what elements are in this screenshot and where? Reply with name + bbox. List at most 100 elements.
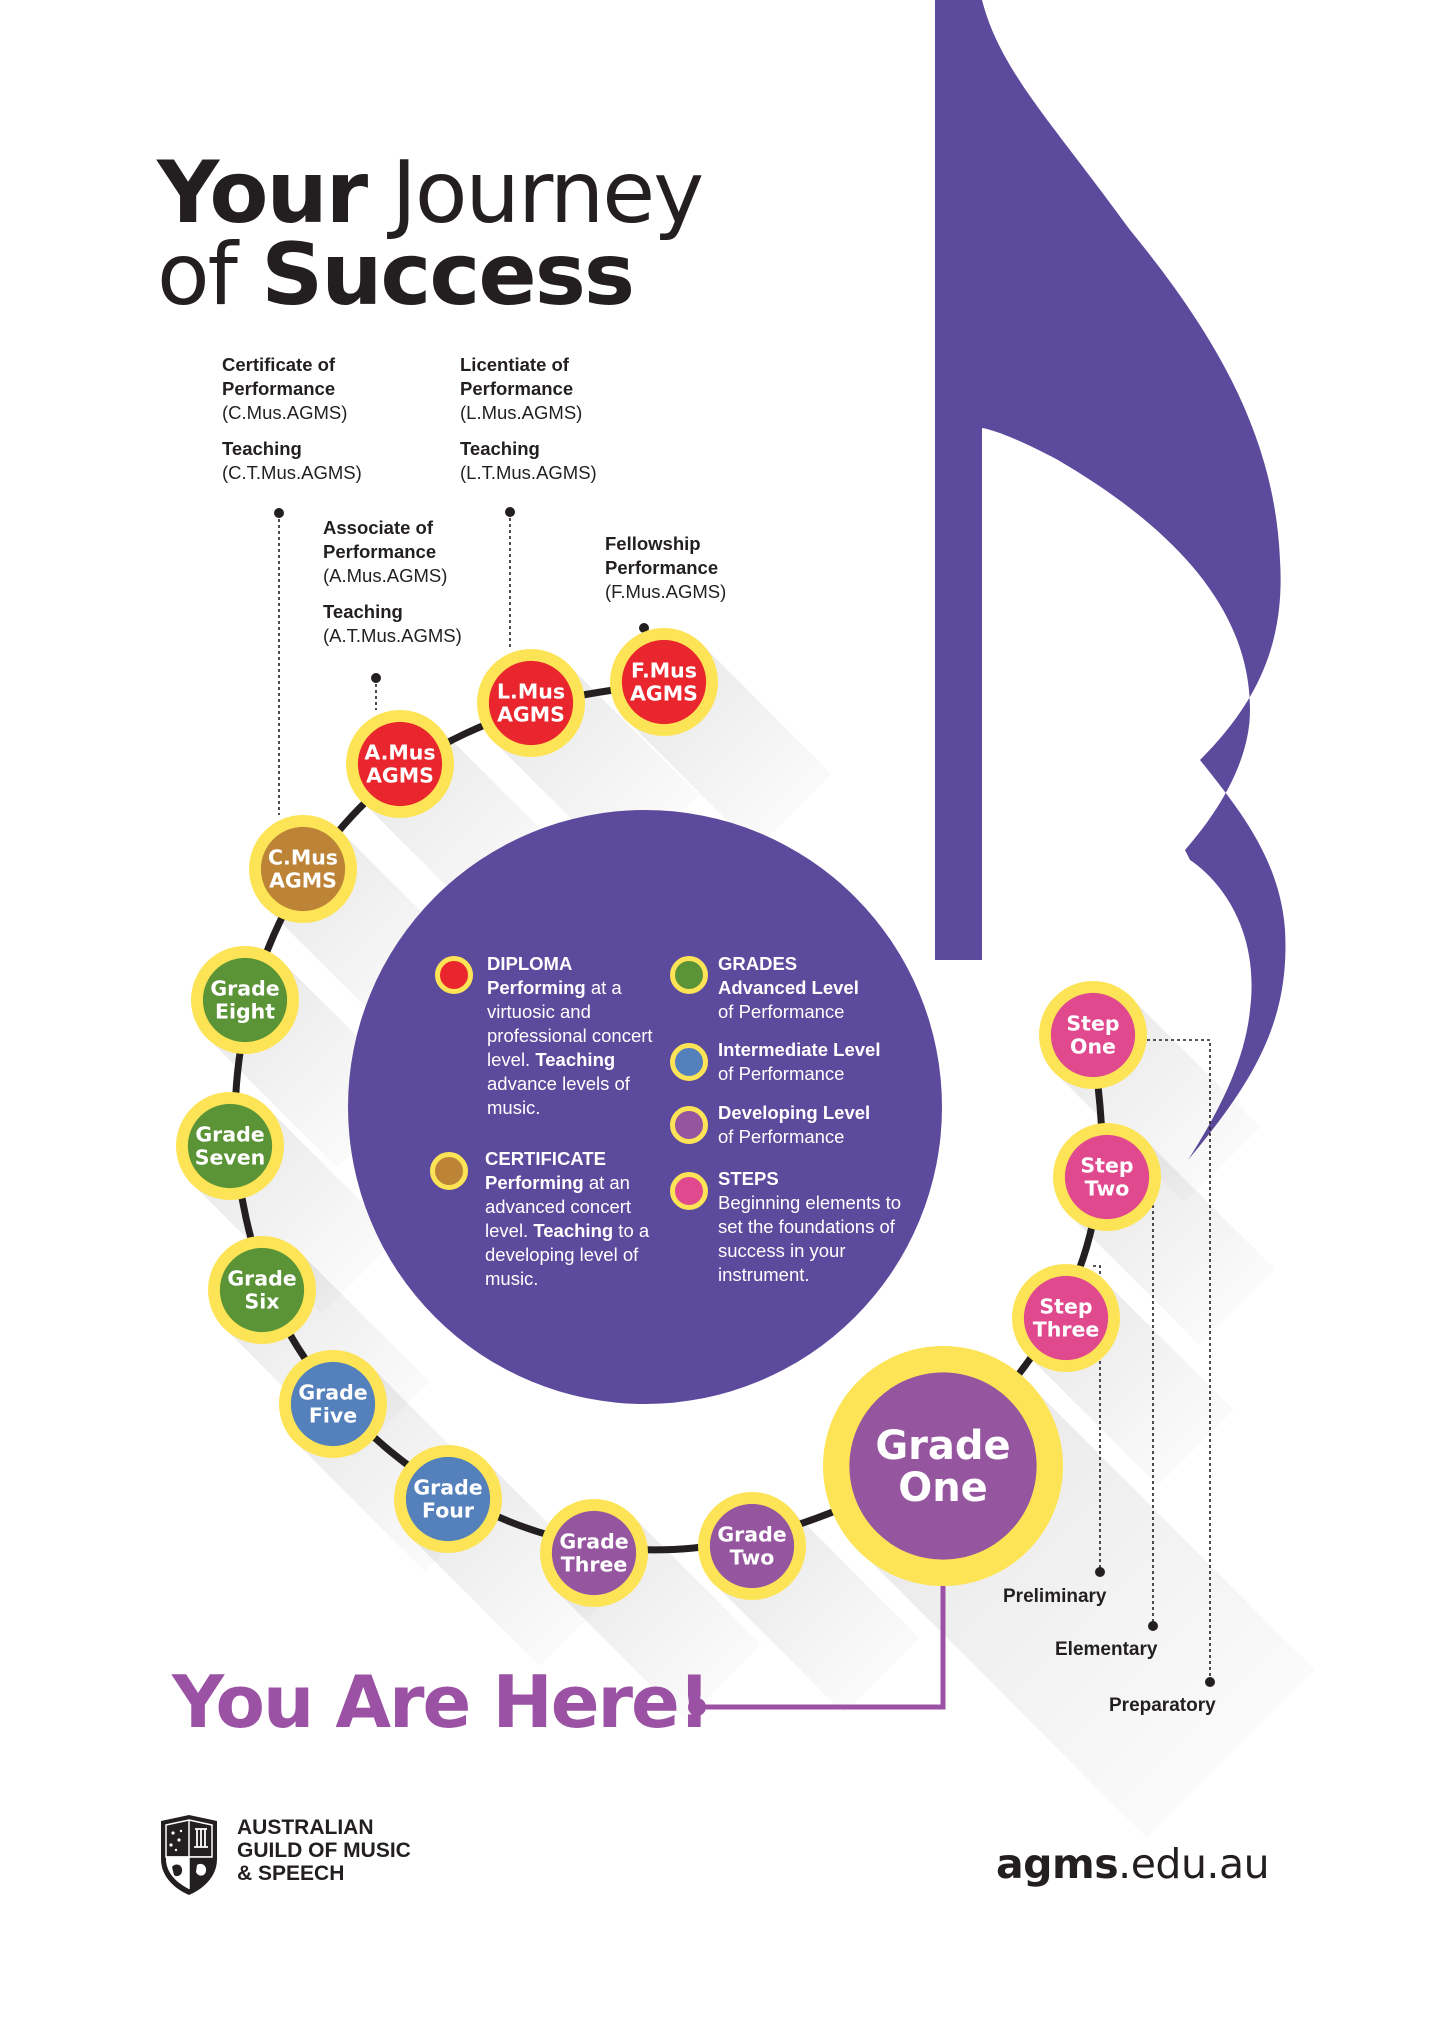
logo-line-3: & SPEECH [237,1862,345,1885]
node-label-line1: Grade [195,1123,264,1147]
node-fill [202,957,288,1043]
legend-intermediate-t1: of Performance [718,1063,845,1084]
label-lmus-title3: Teaching [460,438,540,459]
node-label-line2: Two [1085,1177,1130,1201]
legend-dot-steps [670,1172,708,1210]
node-label-line2: AGMS [269,869,337,893]
step-name-preparatory: Preparatory [1109,1695,1216,1716]
node-label-line2: Five [309,1404,357,1428]
legend-diploma: DIPLOMA Performing at a virtuosic and pr… [487,952,657,1120]
node-label-line2: Seven [195,1146,266,1170]
leader-dot [274,508,284,518]
node-label-line1: Grade [875,1423,1010,1469]
node-label-line1: Grade [717,1523,786,1547]
title-journey: Journey [391,143,704,243]
node-fill [187,1103,273,1189]
legend-dot-diploma [435,956,473,994]
node-fill [1023,1275,1109,1361]
legend-grades-heading: GRADES [718,953,798,974]
node-label-line2: Six [244,1290,279,1314]
leader-dot [1095,1567,1105,1577]
legend-dot-certificate [430,1152,468,1190]
journey-nodes: F.MusAGMSL.MusAGMSA.MusAGMSC.MusAGMSGrad… [176,628,1161,1607]
title-line-1: Your Journey [157,150,704,236]
label-cmus-title2: Performance [222,378,336,399]
node-fill [1064,1134,1150,1220]
legend-grades-t1: of Performance [718,1001,845,1022]
shield-logo-icon [161,1815,217,1895]
label-fmus-title1: Fellowship [605,533,701,554]
legend-dot-intermediate [670,1043,708,1081]
label-amus-abbr1: (A.Mus.AGMS) [323,565,448,586]
label-cmus-title1: Certificate of [222,354,336,375]
leader-dot [371,673,381,683]
logo-line-2: GUILD OF MUSIC [237,1839,411,1862]
legend-certificate: CERTIFICATE Performing at an advanced co… [485,1147,650,1291]
legend-intermediate-b1: Intermediate Level [718,1039,881,1060]
legend-certificate-b2: Teaching [533,1220,614,1241]
leader-lines [274,507,1215,1716]
node-label-line1: Grade [210,977,279,1001]
label-cmus-title3: Teaching [222,438,302,459]
you-are-here-dot [688,1698,706,1716]
label-lmus-title2: Performance [460,378,574,399]
legend-diploma-b2: Teaching [535,1049,616,1070]
node-label-line1: Grade [559,1530,628,1554]
label-amus-title3: Teaching [323,601,403,622]
node-label-line2: AGMS [366,764,434,788]
node-fill [709,1503,795,1589]
node-label-line1: C.Mus [268,846,338,870]
step-name-preliminary: Preliminary [1003,1586,1107,1607]
legend-diploma-t2: advance levels of music. [487,1073,630,1118]
legend-developing-t1: of Performance [718,1126,845,1147]
legend-dot-developing [670,1106,708,1144]
note-head [348,810,942,1404]
label-fmus-title2: Performance [605,557,719,578]
you-are-here: You Are Here! [172,1660,711,1744]
node-label-line2: Eight [215,1000,275,1024]
node-label-line2: AGMS [497,703,565,727]
node-fill [405,1456,491,1542]
node-label-line2: AGMS [630,682,698,706]
label-amus-abbr2: (A.T.Mus.AGMS) [323,625,462,646]
legend-diploma-t1: at a virtuosic and professional concert … [487,977,653,1070]
node-label-line1: F.Mus [631,659,697,683]
node-label-line1: Grade [413,1476,482,1500]
legend-diploma-heading: DIPLOMA [487,953,573,974]
website-url[interactable]: agms.edu.au [996,1840,1270,1888]
legend-certificate-t2: to a developing level of music. [485,1220,650,1289]
node-label-line2: Two [730,1546,775,1570]
node-fill [551,1510,637,1596]
title-line-2: of Success [157,232,635,318]
label-lmus-abbr2: (L.T.Mus.AGMS) [460,462,597,483]
label-cmus: Certificate of Performance (C.Mus.AGMS) … [222,353,362,485]
url-bold: agms [996,1840,1119,1888]
label-cmus-abbr2: (C.T.Mus.AGMS) [222,462,362,483]
node-label-line2: Three [1033,1318,1100,1342]
label-lmus-abbr1: (L.Mus.AGMS) [460,402,583,423]
label-fmus-abbr1: (F.Mus.AGMS) [605,581,727,602]
node-label-line2: One [1070,1035,1116,1059]
url-rest: .edu.au [1118,1840,1270,1888]
label-lmus-title1: Licentiate of [460,354,569,375]
step-name-elementary: Elementary [1055,1639,1158,1660]
label-amus-title1: Associate of [323,517,434,538]
node-label-line1: Grade [227,1267,296,1291]
node-label-line1: A.Mus [364,741,435,765]
